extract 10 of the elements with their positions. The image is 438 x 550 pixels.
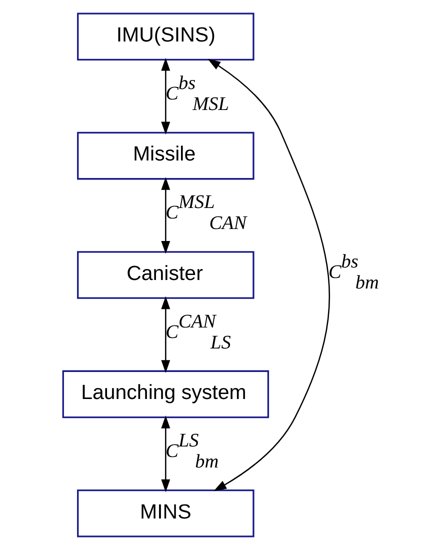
arrow (160, 58, 170, 135)
arrow (207, 58, 330, 492)
arrow (160, 177, 170, 254)
arrow (160, 416, 170, 492)
node-box: MINS (76, 490, 254, 538)
node-box: IMU(SINS) (76, 12, 254, 60)
node-box: Launching system (62, 370, 269, 418)
node-box: Canister (76, 251, 254, 299)
node-box: Missile (76, 132, 254, 180)
arrow (160, 296, 170, 374)
